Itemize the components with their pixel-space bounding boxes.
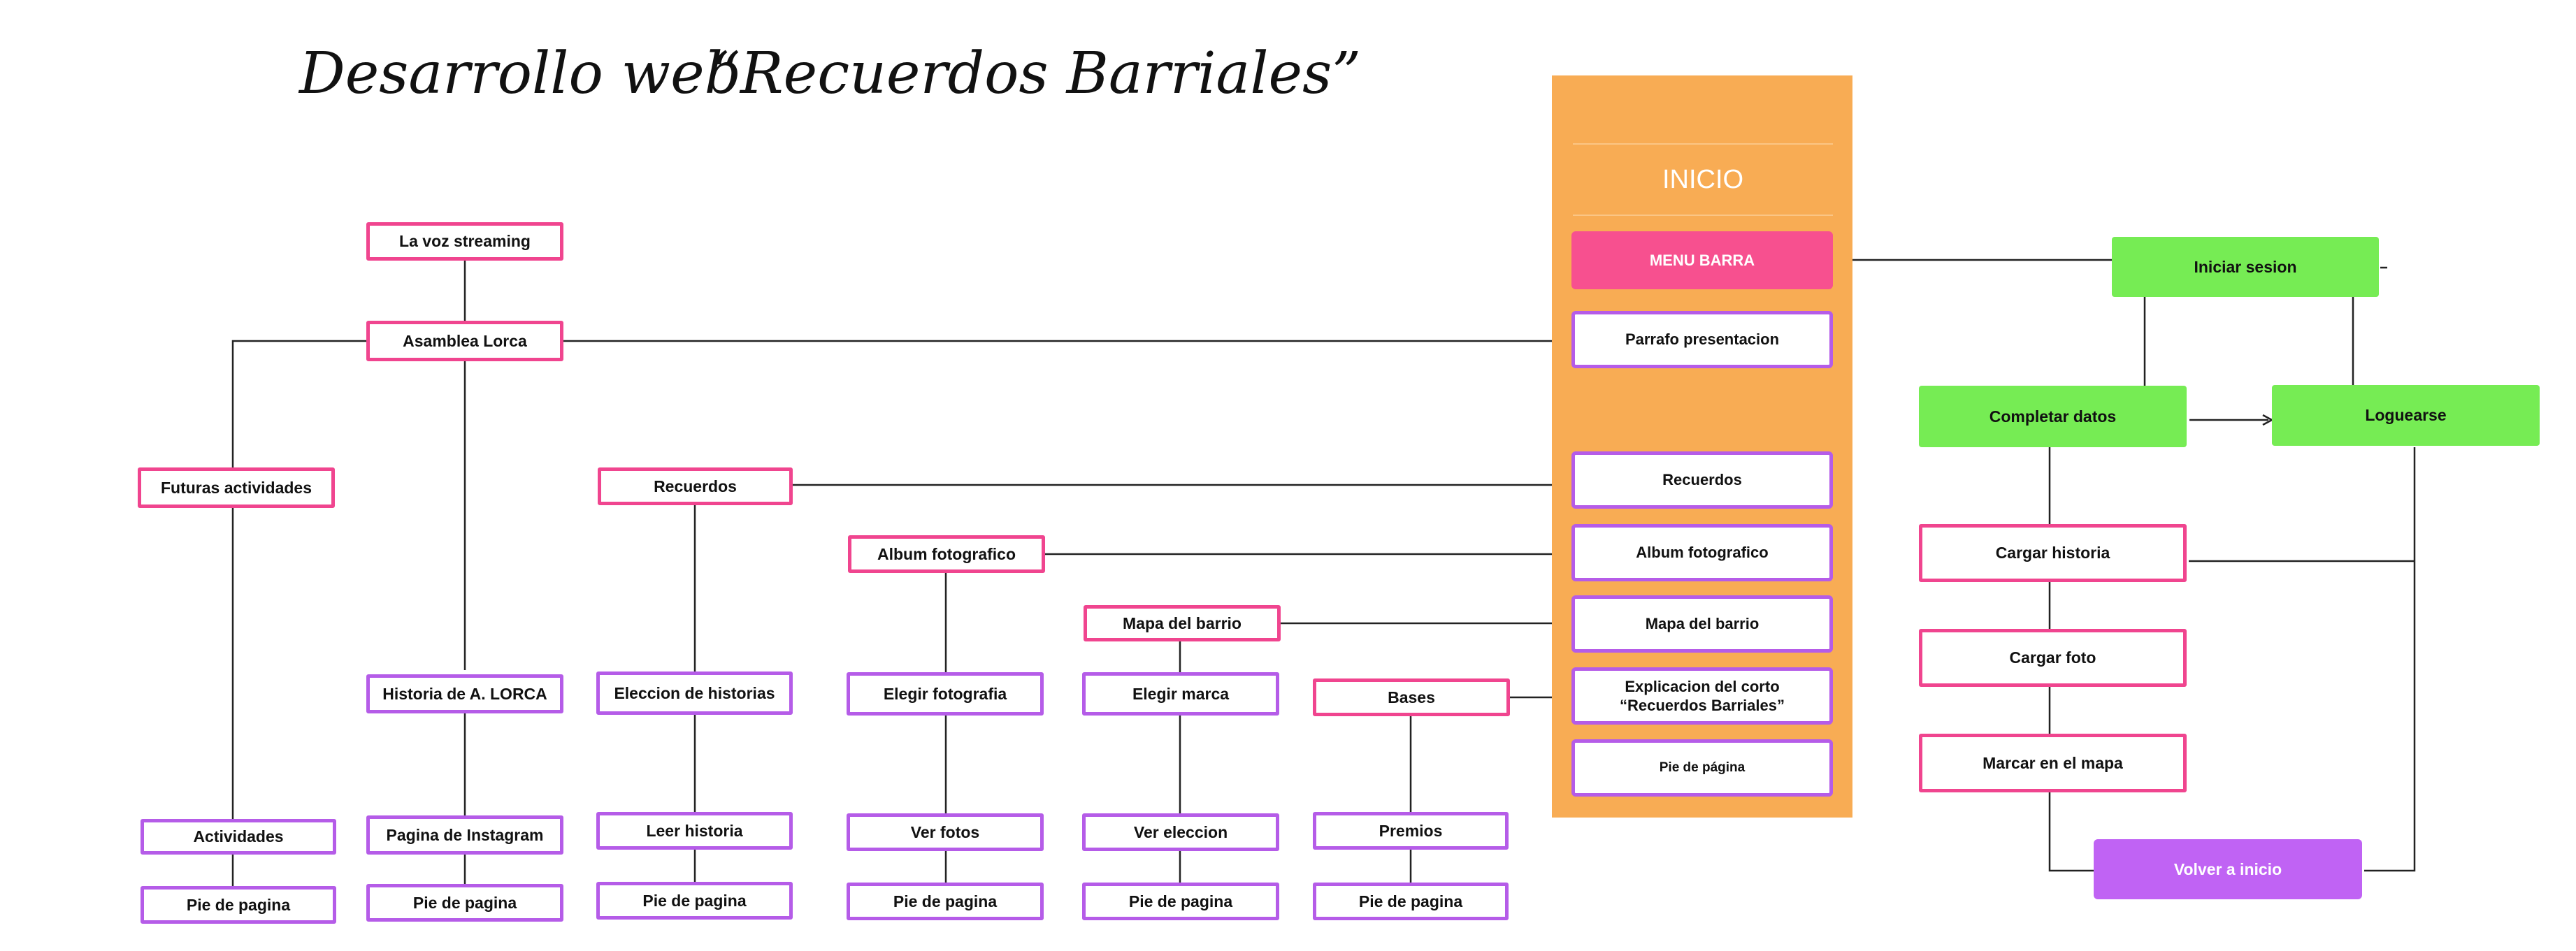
inicio-parrafo-node: Parrafo presentacion	[1571, 311, 1833, 368]
inicio-header: INICIO	[1573, 143, 1833, 216]
marcar-mapa-node: Marcar en el mapa	[1919, 734, 2187, 792]
elegir-marca-node: Elegir marca	[1082, 672, 1279, 716]
explicacion-line-1: Explicacion del corto	[1625, 677, 1780, 695]
loguearse-node: Loguearse	[2272, 385, 2540, 446]
futuras-actividades-node: Futuras actividades	[138, 467, 335, 508]
diagram-subtitle: “Recuerdos Barriales”	[711, 41, 1362, 107]
cargar-historia-node: Cargar historia	[1919, 524, 2187, 582]
cargar-foto-node: Cargar foto	[1919, 629, 2187, 687]
bases-node: Bases	[1313, 678, 1510, 716]
mapa-del-barrio-node: Mapa del barrio	[1084, 605, 1281, 641]
completar-datos-node: Completar datos	[1919, 386, 2187, 447]
pie-pagina-album-node: Pie de pagina	[847, 883, 1044, 920]
eleccion-historias-node: Eleccion de historias	[596, 671, 793, 715]
pie-pagina-mapa-node: Pie de pagina	[1082, 883, 1279, 920]
leer-historia-node: Leer historia	[596, 812, 793, 850]
diagram-title: Desarrollo web	[299, 41, 742, 107]
instagram-node: Pagina de Instagram	[366, 815, 563, 855]
menu-bar-node: MENU BARRA	[1571, 231, 1833, 289]
elegir-fotografia-node: Elegir fotografia	[847, 672, 1044, 716]
pie-pagina-recuerdos-node: Pie de pagina	[596, 882, 793, 920]
inicio-mapa-node: Mapa del barrio	[1571, 595, 1833, 653]
pie-pagina-actividades-node: Pie de pagina	[141, 886, 336, 924]
historia-lorca-node: Historia de A. LORCA	[366, 674, 563, 713]
explicacion-line-2: “Recuerdos Barriales”	[1620, 697, 1785, 714]
actividades-node: Actividades	[141, 819, 336, 855]
ver-eleccion-node: Ver eleccion	[1082, 813, 1279, 851]
ver-fotos-node: Ver fotos	[847, 813, 1044, 851]
pie-pagina-bases-node: Pie de pagina	[1313, 883, 1509, 920]
album-fotografico-node: Album fotografico	[848, 535, 1045, 573]
premios-node: Premios	[1313, 812, 1509, 850]
inicio-album-node: Album fotografico	[1571, 524, 1833, 581]
asamblea-lorca-node: Asamblea Lorca	[366, 321, 563, 361]
inicio-pie-node: Pie de página	[1571, 739, 1833, 797]
inicio-explicacion-node: Explicacion del corto “Recuerdos Barrial…	[1571, 667, 1833, 725]
recuerdos-node: Recuerdos	[598, 467, 793, 505]
pie-pagina-instagram-node: Pie de pagina	[366, 884, 563, 922]
inicio-recuerdos-node: Recuerdos	[1571, 451, 1833, 509]
volver-inicio-node: Volver a inicio	[2094, 839, 2362, 899]
iniciar-sesion-node: Iniciar sesion	[2112, 237, 2379, 297]
la-voz-streaming-node: La voz streaming	[366, 222, 563, 261]
